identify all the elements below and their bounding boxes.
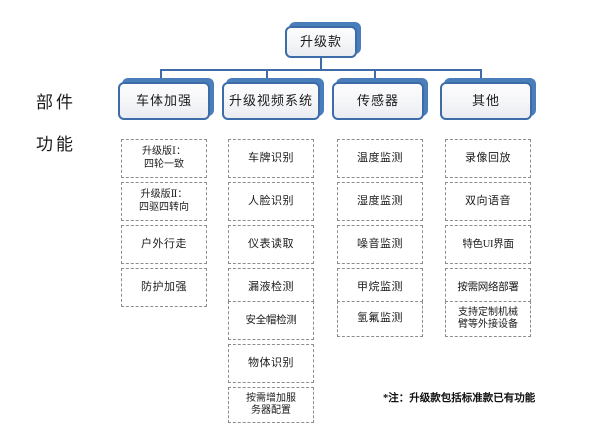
leaf-label: 按需增加服 务器配置: [246, 392, 296, 417]
leaf-label: 录像回放: [465, 151, 511, 164]
leaf-label: 车牌识别: [248, 151, 294, 164]
category-label: 升级视频系统: [228, 92, 313, 108]
leaf-label: 安全帽检测: [245, 314, 297, 326]
leaf-item[interactable]: 氢氟监测: [337, 301, 423, 337]
node-category-upgraded-video-system[interactable]: 升级视频系统: [222, 78, 324, 120]
category-face: 升级视频系统: [222, 82, 320, 120]
connector-drop-4: [480, 69, 482, 82]
leaf-label: 特色UI界面: [462, 238, 514, 250]
category-label: 传感器: [356, 92, 399, 108]
connector-bus: [160, 69, 482, 71]
root-label: 升级款: [299, 33, 342, 49]
leaf-item[interactable]: 温度监测: [337, 139, 423, 178]
leaf-item[interactable]: 升级版Ⅱ： 四驱四转向: [121, 182, 207, 221]
leaf-item[interactable]: 安全帽检测: [228, 301, 314, 340]
leaf-item[interactable]: 按需网络部署: [445, 268, 531, 307]
leaf-item[interactable]: 车牌识别: [228, 139, 314, 178]
leaf-item[interactable]: 甲烷监测: [337, 268, 423, 307]
leaf-label: 物体识别: [248, 356, 294, 369]
category-face: 传感器: [332, 82, 424, 120]
leaf-item[interactable]: 特色UI界面: [445, 225, 531, 264]
connector-root-stem: [320, 58, 322, 70]
node-category-body-reinforcement[interactable]: 车体加强: [118, 78, 214, 120]
category-face: 其他: [440, 82, 532, 120]
leaf-item[interactable]: 漏液检测: [228, 268, 314, 307]
leaf-label: 双向语音: [465, 194, 511, 207]
leaf-item[interactable]: 物体识别: [228, 344, 314, 383]
connector-drop-1: [160, 69, 162, 82]
leaf-item[interactable]: 噪音监测: [337, 225, 423, 264]
leaf-label: 人脸识别: [248, 194, 294, 207]
leaf-label: 氢氟监测: [357, 312, 403, 325]
leaf-item[interactable]: 录像回放: [445, 139, 531, 178]
leaf-item[interactable]: 人脸识别: [228, 182, 314, 221]
leaf-label: 噪音监测: [357, 237, 403, 250]
row-label-parts: 部件: [36, 93, 76, 112]
leaf-label: 温度监测: [357, 151, 403, 164]
node-root[interactable]: 升级款: [285, 22, 361, 58]
leaf-label: 户外行走: [141, 237, 187, 250]
root-face: 升级款: [285, 26, 357, 58]
leaf-label: 支持定制机械 臂等外接设备: [458, 306, 518, 331]
leaf-label: 升级版Ⅱ： 四驱四转向: [139, 189, 189, 213]
leaf-item[interactable]: 湿度监测: [337, 182, 423, 221]
leaf-label: 湿度监测: [357, 194, 403, 207]
row-label-functions: 功能: [36, 135, 76, 154]
leaf-label: 漏液检测: [248, 280, 294, 293]
footnote: *注：升级款包括标准款已有功能: [383, 393, 536, 404]
leaf-item[interactable]: 双向语音: [445, 182, 531, 221]
leaf-label: 按需网络部署: [457, 281, 519, 293]
leaf-item[interactable]: 按需增加服 务器配置: [228, 387, 314, 423]
leaf-item[interactable]: 仪表读取: [228, 225, 314, 264]
category-face: 车体加强: [118, 82, 210, 120]
leaf-item[interactable]: 防护加强: [121, 268, 207, 307]
node-category-sensors[interactable]: 传感器: [332, 78, 428, 120]
category-label: 车体加强: [135, 92, 192, 108]
leaf-item[interactable]: 支持定制机械 臂等外接设备: [445, 301, 531, 337]
leaf-label: 仪表读取: [248, 237, 294, 250]
connector-drop-2: [266, 69, 268, 82]
category-label: 其他: [471, 92, 500, 108]
leaf-item[interactable]: 升级版Ⅰ： 四轮一致: [121, 139, 207, 178]
leaf-label: 防护加强: [141, 280, 187, 293]
leaf-label: 升级版Ⅰ： 四轮一致: [142, 146, 186, 170]
leaf-label: 甲烷监测: [357, 280, 403, 293]
leaf-item[interactable]: 户外行走: [121, 225, 207, 264]
node-category-others[interactable]: 其他: [440, 78, 536, 120]
connector-drop-3: [374, 69, 376, 82]
